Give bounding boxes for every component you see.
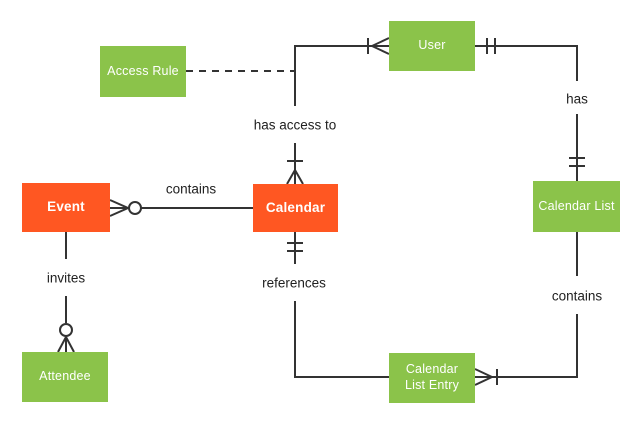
connector-has-access-to (286, 37, 390, 185)
relationship-label-has-access-to: has access to (253, 117, 337, 133)
entity-calendar-list: Calendar List (533, 181, 620, 232)
entity-access-rule: Access Rule (100, 46, 186, 97)
entity-calendar-list-entry: Calendar List Entry (389, 353, 475, 403)
connector-has (475, 38, 585, 181)
connector-invites (57, 232, 75, 353)
crow-foot-many-icon (286, 169, 304, 185)
crow-foot-many-icon (371, 37, 390, 55)
relationship-label-invites: invites (46, 270, 86, 286)
crow-foot-many-icon (57, 336, 75, 353)
relationship-label-contains-entry: contains (551, 288, 603, 304)
zero-ring-icon (59, 323, 73, 337)
relationship-label-has: has (566, 91, 588, 107)
crow-foot-many-icon (474, 368, 493, 386)
relationship-label-contains-event: contains (165, 181, 217, 197)
relationship-label-references: references (262, 275, 326, 291)
crow-foot-many-icon (109, 199, 129, 217)
connector-references (287, 232, 389, 378)
zero-ring-icon (128, 201, 142, 215)
entity-user: User (389, 21, 475, 71)
connector-contains-entry (474, 232, 578, 386)
entity-calendar: Calendar (253, 184, 338, 232)
entity-event: Event (22, 183, 110, 232)
entity-attendee: Attendee (22, 352, 108, 402)
connector-contains-event (109, 199, 253, 217)
